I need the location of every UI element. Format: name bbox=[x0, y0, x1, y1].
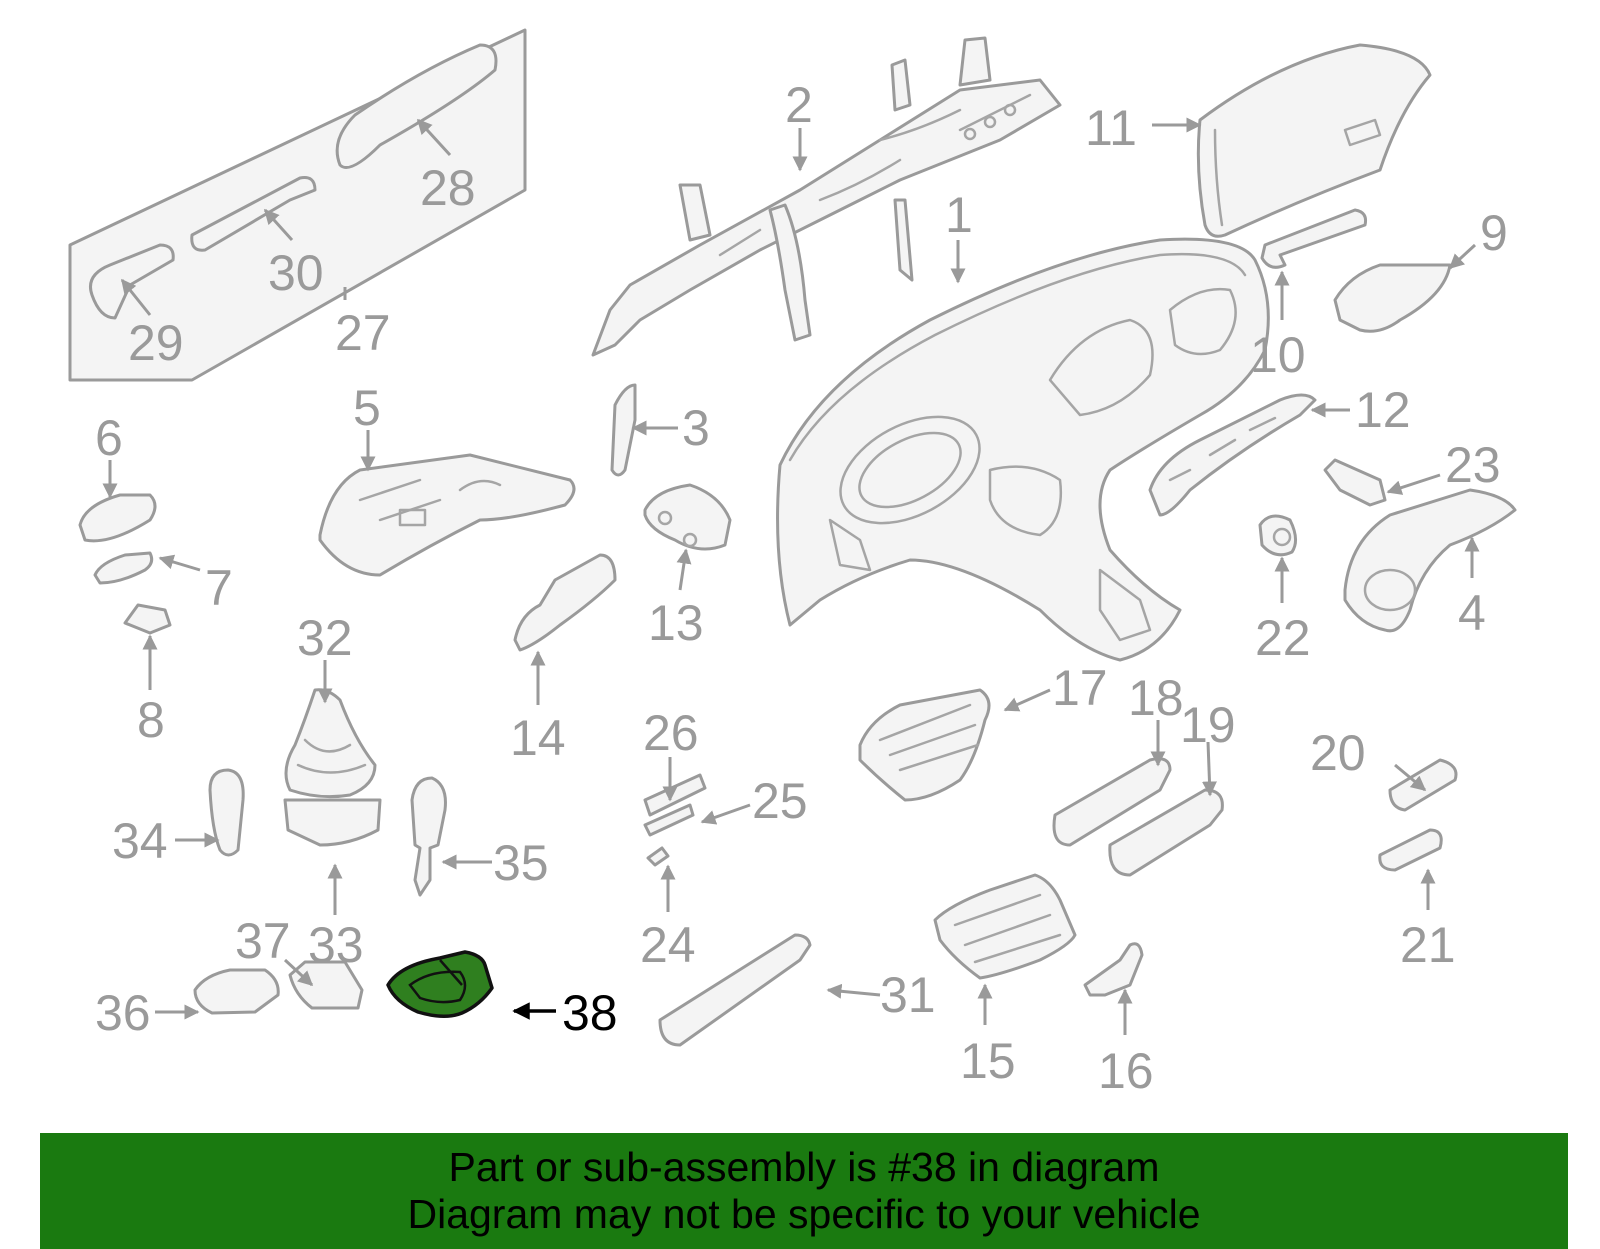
part-16-bracket bbox=[1083, 942, 1144, 997]
callout-27: 27 bbox=[335, 305, 391, 361]
callout-26: 26 bbox=[643, 705, 699, 761]
callout-38: 38 bbox=[562, 985, 618, 1041]
part-9-cover bbox=[1333, 263, 1452, 333]
callout-33: 33 bbox=[308, 917, 364, 973]
part-36-trim-piece bbox=[193, 968, 280, 1015]
part-6-cover bbox=[78, 493, 157, 543]
callout-7: 7 bbox=[205, 560, 233, 616]
callout-37: 37 bbox=[235, 913, 291, 969]
part-32-shift-boot bbox=[284, 688, 377, 799]
part-26-strip bbox=[643, 773, 707, 817]
callout-16: 16 bbox=[1098, 1043, 1154, 1099]
callout-10: 10 bbox=[1250, 327, 1306, 383]
callout-15: 15 bbox=[960, 1033, 1016, 1089]
callout-22: 22 bbox=[1255, 610, 1311, 666]
banner-line-part: Part or sub-assembly is #38 in diagram bbox=[448, 1144, 1160, 1190]
info-banner: Part or sub-assembly is #38 in diagram D… bbox=[40, 1133, 1568, 1249]
callout-23: 23 bbox=[1445, 437, 1501, 493]
callout-11: 11 bbox=[1085, 100, 1137, 156]
callout-21: 21 bbox=[1400, 917, 1456, 973]
callout-31: 31 bbox=[880, 967, 936, 1023]
part-23-switch bbox=[1323, 458, 1387, 507]
callout-34: 34 bbox=[112, 813, 168, 869]
callout-9: 9 bbox=[1480, 205, 1508, 261]
callout-2: 2 bbox=[785, 77, 813, 133]
callout-18: 18 bbox=[1128, 670, 1184, 726]
callout-8: 8 bbox=[137, 692, 165, 748]
part-38-highlighted bbox=[386, 950, 494, 1018]
part-11-airbag-cover bbox=[1196, 43, 1432, 238]
part-14-console-piece bbox=[513, 553, 617, 652]
callout-17: 17 bbox=[1052, 660, 1108, 716]
callout-36: 36 bbox=[95, 985, 151, 1041]
callout-30: 30 bbox=[268, 245, 324, 301]
part-24-clip bbox=[646, 846, 670, 867]
part-3-strip bbox=[610, 383, 637, 477]
part-21-clip bbox=[1378, 828, 1443, 872]
callout-4: 4 bbox=[1458, 585, 1486, 641]
part-35-shift-lever bbox=[410, 776, 447, 897]
callout-14: 14 bbox=[510, 710, 566, 766]
callout-3: 3 bbox=[682, 400, 710, 456]
part-22-socket bbox=[1258, 514, 1297, 557]
part-4-side-panel bbox=[1343, 488, 1517, 633]
callout-28: 28 bbox=[420, 160, 476, 216]
part-12-trim-panel bbox=[1148, 393, 1317, 517]
callout-13: 13 bbox=[648, 595, 704, 651]
banner-line-disclaimer: Diagram may not be specific to your vehi… bbox=[407, 1191, 1201, 1237]
part-17-vent bbox=[858, 688, 991, 802]
callout-6: 6 bbox=[95, 410, 123, 466]
part-5-lower-panel bbox=[318, 453, 576, 577]
part-15-console-tray bbox=[933, 873, 1077, 980]
part-1-dashboard bbox=[776, 237, 1270, 662]
callout-1: 1 bbox=[945, 187, 973, 243]
part-31-trim-strip bbox=[658, 933, 812, 1047]
callout-12: 12 bbox=[1355, 382, 1411, 438]
leader-lines bbox=[102, 117, 1480, 1035]
callout-32: 32 bbox=[297, 610, 353, 666]
callout-25: 25 bbox=[752, 773, 808, 829]
callout-24: 24 bbox=[640, 917, 696, 973]
callout-5: 5 bbox=[353, 380, 381, 436]
part-33-shift-base bbox=[283, 798, 382, 847]
part-25-strip bbox=[643, 803, 695, 837]
callout-20: 20 bbox=[1310, 725, 1366, 781]
part-13-bracket bbox=[643, 483, 732, 551]
callout-numbers: 1 2 3 4 5 6 7 8 9 10 11 12 13 14 15 16 1… bbox=[95, 77, 1508, 1099]
part-10-bracket bbox=[1260, 208, 1367, 269]
callout-29: 29 bbox=[128, 315, 184, 371]
callout-19: 19 bbox=[1180, 697, 1236, 753]
callout-35: 35 bbox=[493, 835, 549, 891]
part-2-cross-car-beam bbox=[591, 36, 1062, 357]
part-8-clip bbox=[123, 603, 172, 635]
part-34-shift-knob bbox=[208, 768, 245, 857]
part-28-trim-strip bbox=[335, 43, 498, 169]
part-7-clip bbox=[93, 551, 154, 585]
part-30-trim-strip bbox=[190, 176, 317, 252]
